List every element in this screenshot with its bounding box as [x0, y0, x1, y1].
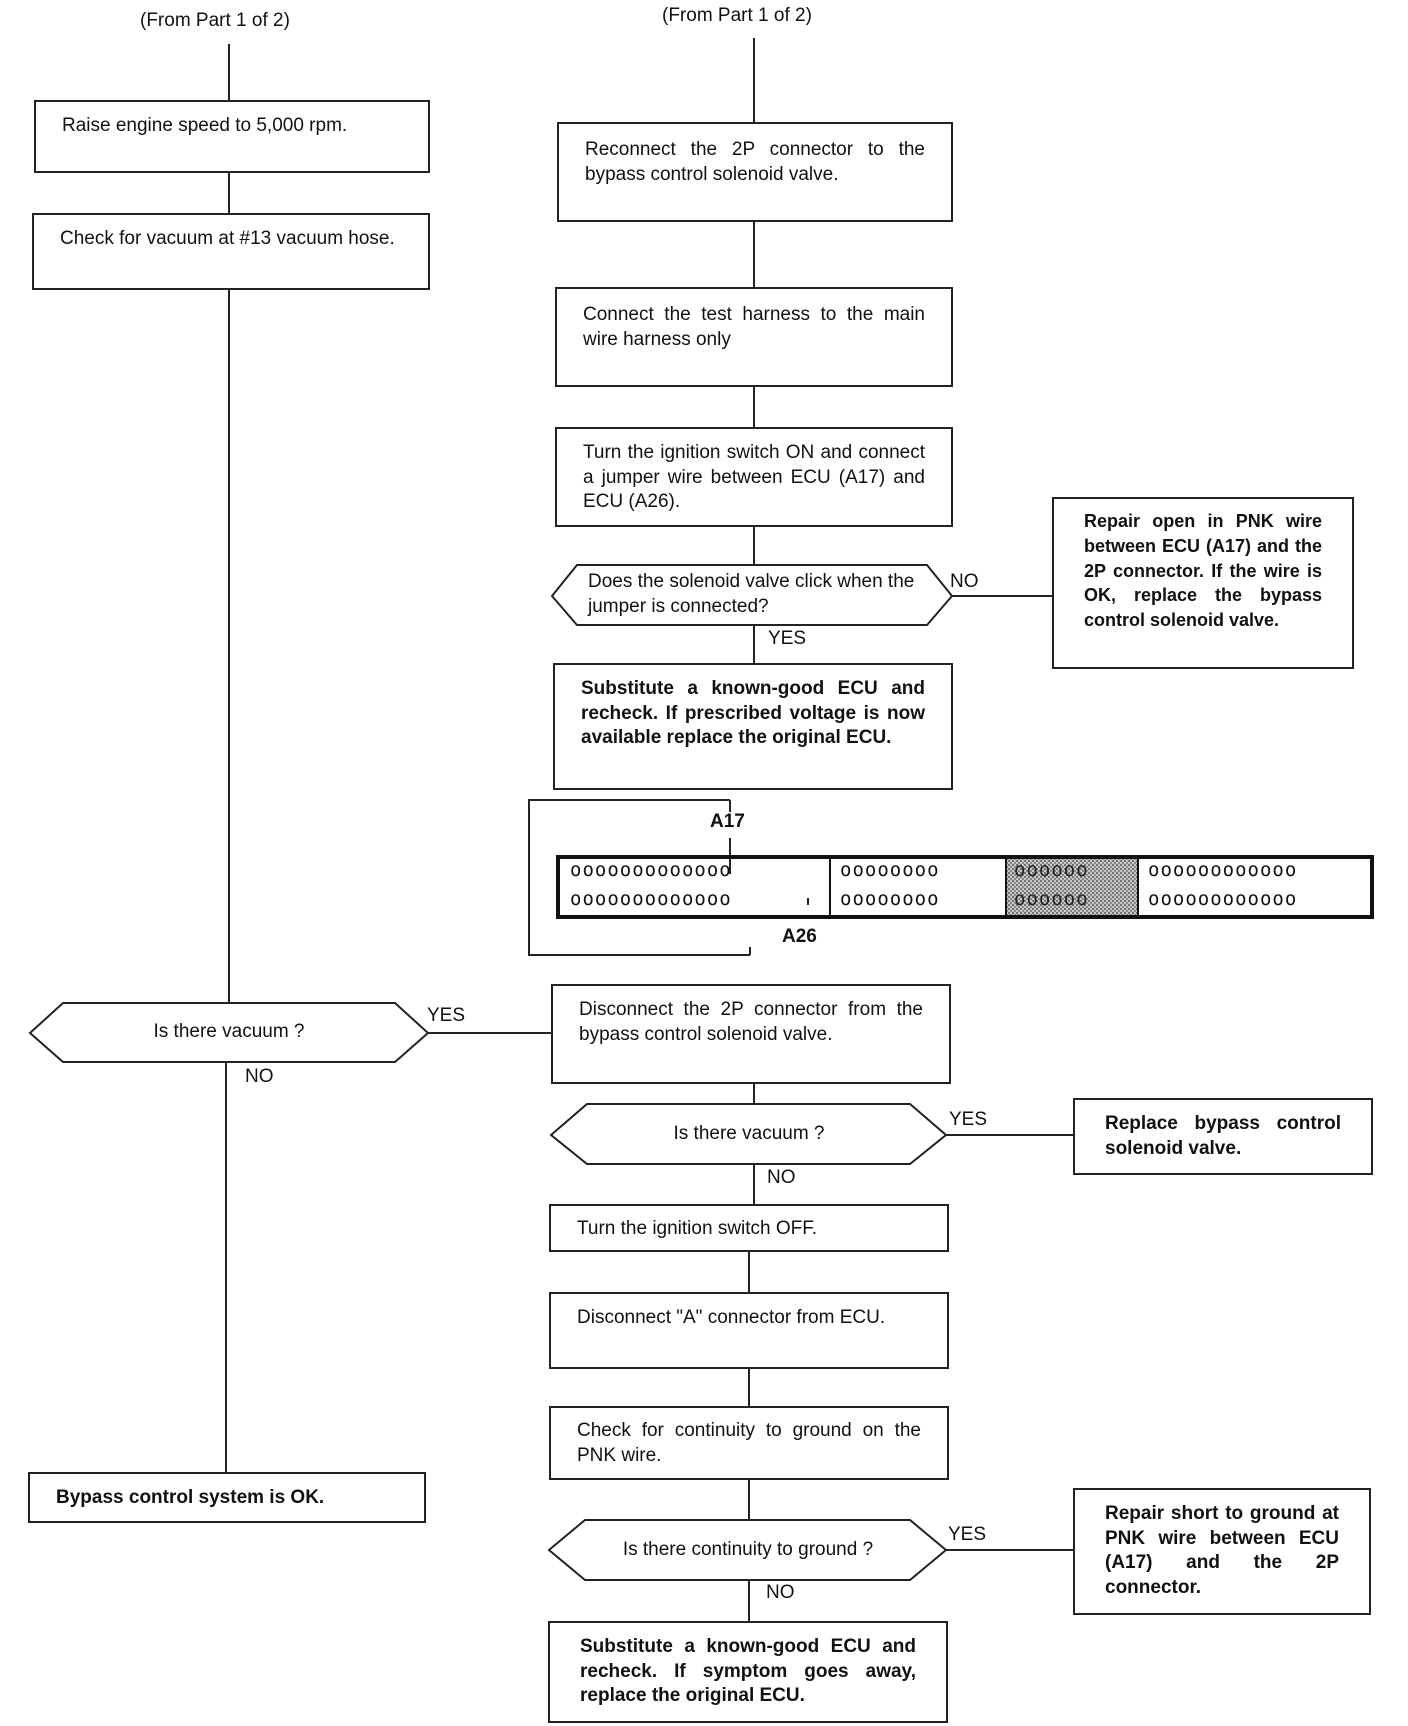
ignition-on-jumper-step: Turn the ignition switch ON and connect … — [555, 427, 953, 527]
decision-vacuum-right — [549, 1103, 948, 1165]
pin-row-section1-bottom: ooooooooooooo — [570, 888, 732, 910]
replace-solenoid-result: Replace bypass control solenoid valve. — [1073, 1098, 1373, 1175]
no-label-vacuum-left: NO — [245, 1066, 274, 1087]
substitute-ecu-symptom-result: Substitute a known-good ECU and recheck.… — [548, 1621, 948, 1723]
bypass-ok-result: Bypass control system is OK. — [28, 1472, 426, 1523]
decision-vacuum-left-text: Is there vacuum ? — [153, 1021, 305, 1043]
raise-engine-speed-step: Raise engine speed to 5,000 rpm. — [34, 100, 430, 173]
no-label-solenoid: NO — [950, 571, 979, 592]
decision-solenoid-click-text: Does the solenoid valve click when the j… — [588, 571, 915, 617]
yes-label-solenoid: YES — [768, 628, 807, 649]
decision-vacuum-right-text: Is there vacuum ? — [673, 1122, 825, 1144]
repair-open-pnk-result: Repair open in PNK wire between ECU (A17… — [1052, 497, 1354, 669]
pin-row-section3-bottom: oooooo — [1014, 888, 1089, 910]
check-vacuum-hose-step: Check for vacuum at #13 vacuum hose. — [32, 213, 430, 290]
check-continuity-step: Check for continuity to ground on the PN… — [549, 1406, 949, 1480]
disconnect-a-connector-step: Disconnect "A" connector from ECU. — [549, 1292, 949, 1369]
from-part-label-left: (From Part 1 of 2) — [140, 10, 290, 31]
decision-continuity-text: Is there continuity to ground ? — [622, 1538, 874, 1560]
pin-row-section1-top: ooooooooooooo — [570, 859, 732, 881]
pin-row-section2-top: oooooooo — [840, 859, 940, 881]
no-label-continuity: NO — [766, 1582, 795, 1603]
repair-short-result: Repair short to ground at PNK wire betwe… — [1073, 1488, 1371, 1615]
no-label-vacuum-right: NO — [767, 1167, 796, 1188]
decision-vacuum-left — [28, 1002, 430, 1063]
disconnect-2p-step: Disconnect the 2P connector from the byp… — [551, 984, 951, 1084]
pin-label-a17: A17 — [710, 811, 745, 832]
yes-label-vacuum-left: YES — [427, 1005, 466, 1026]
connect-test-harness-step: Connect the test harness to the main wir… — [555, 287, 953, 387]
pin-label-a26: A26 — [782, 926, 817, 947]
pin-row-section4-bottom: oooooooooooo — [1148, 888, 1298, 910]
reconnect-2p-step: Reconnect the 2P connector to the bypass… — [557, 122, 953, 222]
decision-continuity — [547, 1519, 948, 1581]
pin-row-section2-bottom: oooooooo — [840, 888, 940, 910]
decision-solenoid-click — [550, 564, 954, 626]
substitute-ecu-voltage-result: Substitute a known-good ECU and recheck.… — [553, 663, 953, 790]
pin-row-section3-top: oooooo — [1014, 859, 1089, 881]
yes-label-vacuum-right: YES — [949, 1109, 988, 1130]
from-part-label-right: (From Part 1 of 2) — [662, 5, 812, 26]
ignition-off-step: Turn the ignition switch OFF. — [549, 1204, 949, 1252]
yes-label-continuity: YES — [948, 1524, 987, 1545]
pin-row-section4-top: oooooooooooo — [1148, 859, 1298, 881]
ecu-connector — [556, 855, 1374, 919]
